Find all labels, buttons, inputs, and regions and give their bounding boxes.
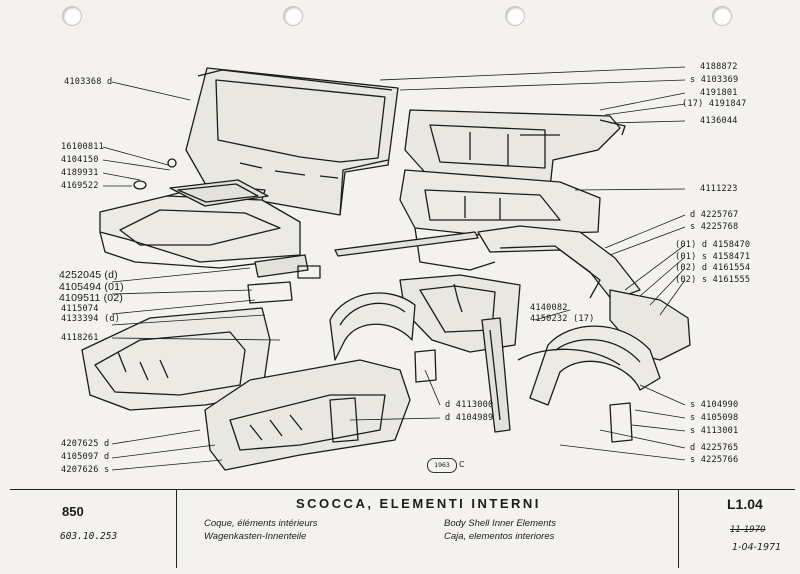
part-label: s 4225768 [690,222,739,232]
part-label: 4191801 [700,88,738,98]
divider [678,490,679,568]
binder-hole [283,6,303,26]
revision-date: 1-04-1971 [732,542,782,553]
part-label: d 4104989 [445,413,494,423]
part-label: 4189931 [61,168,99,178]
part-label: 4105494 (01) [59,281,124,293]
year-stamp: 1963 [427,458,457,473]
model-number: 850 [62,504,84,519]
title-de: Wagenkasten-Innenteile [204,531,307,542]
part-label: 4207626 s [61,465,110,475]
part-label: (01) s 4158471 [675,252,751,262]
part-label: s 4113001 [690,426,739,436]
part-label: 4115074 [61,304,99,314]
part-label: 4105097 d [61,452,110,462]
binder-hole [505,6,525,26]
part-label: 4140082 [530,303,568,313]
part-label: 4111223 [700,184,738,194]
title-es: Caja, elementos interiores [444,531,555,542]
part-label: 4103368 d [64,77,113,87]
binder-hole [712,6,732,26]
stamp-letter: C [459,460,465,469]
title-fr: Coque, éléments intérieurs [204,518,318,529]
part-label: d 4225765 [690,443,739,453]
part-label: d 4113000 [445,400,494,410]
part-label: 4207625 d [61,439,110,449]
part-label: d 4225767 [690,210,739,220]
part-label: s 4105098 [690,413,739,423]
part-label: 4188872 [700,62,738,72]
part-label: 4133394 (d) [61,314,121,324]
binder-hole [62,6,82,26]
part-label: 4169522 [61,181,99,191]
part-label: 4252045 (d) [59,269,118,281]
part-label: s 4225766 [690,455,739,465]
part-label: 4118261 [61,333,99,343]
part-label: (17) 4191847 [682,99,747,109]
title-en: Body Shell Inner Elements [444,518,556,529]
part-label: (02) s 4161555 [675,275,751,285]
sheet-number: L1.04 [727,496,763,512]
part-label: (02) d 4161554 [675,263,751,273]
part-label: 4109511 (02) [59,292,124,304]
revision-date-struck: 11-1970 [730,525,766,535]
divider [176,490,177,568]
part-label: 4104150 [61,155,99,165]
catalog-code: 603.10.253 [60,531,118,542]
part-label: s 4104990 [690,400,739,410]
part-label: 4136044 [700,116,738,126]
exploded-parts-drawing [81,66,691,471]
part-label: 4150232 (17) [530,314,595,324]
part-label: (01) d 4158470 [675,240,751,250]
part-label: s 4103369 [690,75,739,85]
part-label: 16100811 [61,142,104,152]
page-title: SCOCCA, ELEMENTI INTERNI [296,496,541,511]
title-block: 850 603.10.253 SCOCCA, ELEMENTI INTERNI … [10,489,795,568]
